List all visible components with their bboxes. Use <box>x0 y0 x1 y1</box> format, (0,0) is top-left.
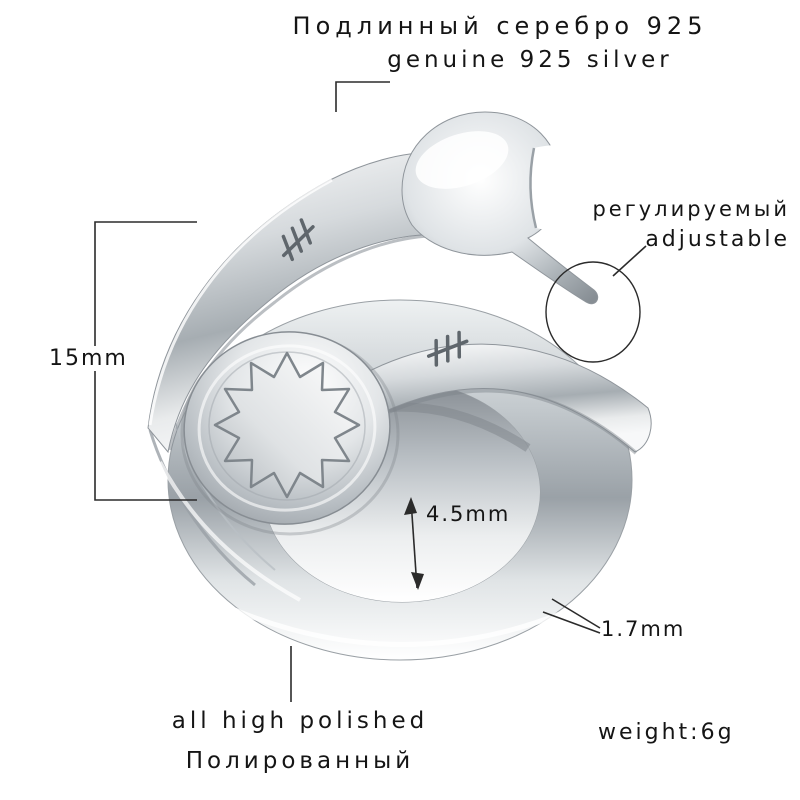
leader-thickness-2 <box>551 598 601 629</box>
arrowhead-down <box>411 572 424 590</box>
leader-genuine-silver <box>335 81 390 112</box>
engraved-marks-upper <box>281 218 315 262</box>
label-band-thickness: 1.7mm <box>601 617 686 641</box>
label-adjustable-en: adjustable <box>645 227 790 252</box>
label-material-ru: Подлинный серебро 925 <box>292 12 708 40</box>
wrench-open-end <box>401 111 606 305</box>
label-weight: weight:6g <box>598 720 735 745</box>
label-polish-ru: Полированный <box>185 748 415 774</box>
arrowhead-up <box>404 497 417 515</box>
label-adjustable-ru: регулируемый <box>592 197 790 221</box>
jaw-opening <box>530 144 606 238</box>
label-band-width: 4.5mm <box>426 502 511 526</box>
label-material-en: genuine 925 silver <box>387 47 673 73</box>
adjustable-callout-circle <box>545 261 641 363</box>
leader-adjustable <box>612 245 647 277</box>
star-hole <box>213 351 361 499</box>
label-polish-en: all high polished <box>171 708 429 734</box>
wrench-box-end <box>180 331 400 536</box>
engraved-marks-lower <box>426 330 469 367</box>
label-height: 15mm <box>46 346 131 371</box>
leader-thickness-1 <box>542 611 601 634</box>
